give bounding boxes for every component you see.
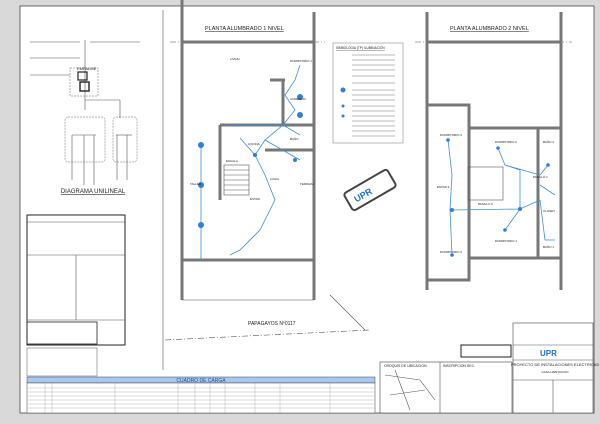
- plan2-title: PLANTA ALUMBRADO 2 NIVEL: [450, 26, 529, 32]
- calculation-tables: [26, 214, 126, 377]
- room-label: LOGIA: [270, 177, 279, 181]
- room-label: DORMITORIO 4: [440, 133, 462, 137]
- room-label: LIVING: [230, 57, 241, 61]
- load-table: CUADRO DE CARGA: [26, 376, 376, 414]
- room-label: ESTAR: [250, 197, 261, 201]
- load-table-title: CUADRO DE CARGA: [176, 378, 226, 384]
- room-label: TERRAZA: [300, 182, 314, 186]
- location-label: CROQUIS DE UBICACION: [384, 364, 427, 368]
- room-label: DORMITORIO 3: [440, 250, 462, 254]
- room-label: BAÑO 2: [543, 139, 554, 144]
- empalme-label: EMPALME: [77, 66, 97, 71]
- symbol-legend: SIMBOLOGIA (TP) ILUMINACION: [332, 42, 404, 144]
- floor-plan-level-2: PLANTA ALUMBRADO 2 NIVEL DORMITORIO 4 DO…: [415, 12, 572, 290]
- room-label: ESCALA: [226, 159, 238, 163]
- upr-logo: UPR: [540, 349, 557, 358]
- inscription-label: INSCRIPCION SEC.: [443, 364, 475, 368]
- room-label: BAÑO: [290, 136, 299, 141]
- legend-title: SIMBOLOGIA (TP) ILUMINACION: [336, 46, 385, 50]
- street-label: PAPAGAYOS Nº0117: [248, 321, 296, 327]
- room-label: PASILLO 1: [533, 175, 548, 179]
- diagram-title: DIAGRAMA UNILINEAL: [61, 189, 126, 195]
- project-title: PROYECTO DE INSTALACIONES ELECTRICAS: [511, 362, 599, 367]
- room-label: ESTAR 2: [437, 185, 450, 189]
- upr-stamp: UPR: [343, 168, 397, 212]
- title-block: CROQUIS DE UBICACION INSCRIPCION SEC. UP…: [379, 322, 599, 414]
- room-label: TALLER: [190, 182, 202, 186]
- room-label: CLOSET: [543, 209, 555, 213]
- floor-plan-level-1: PLANTA ALUMBRADO 1 NIVEL LIVING COMEDOR …: [164, 0, 371, 341]
- plan1-title: PLANTA ALUMBRADO 1 NIVEL: [205, 26, 284, 32]
- room-label: DORMITORIO 1: [495, 239, 517, 243]
- project-subtitle: CASA HABITACION: [542, 370, 569, 374]
- single-line-diagram: EMPALME DIAGRAMA UNILINEAL: [30, 40, 140, 195]
- room-label: BAÑO 1: [543, 244, 554, 249]
- room-label: DORMITORIO 1: [290, 59, 312, 63]
- room-label: COMEDOR: [290, 97, 307, 101]
- room-label: COCINA: [248, 142, 260, 146]
- room-label: DORMITORIO 2: [495, 140, 517, 144]
- room-label: PASILLO 2: [478, 202, 493, 206]
